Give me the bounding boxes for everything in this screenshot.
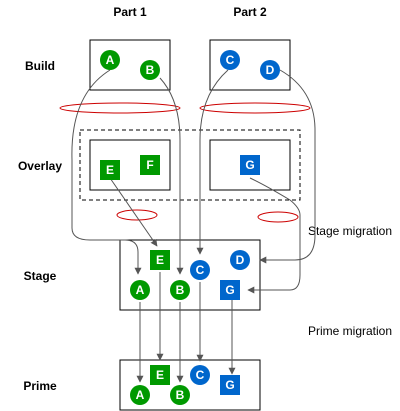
node-overlay-g: G [240,155,260,175]
node-build-a: A [100,50,120,70]
svg-text:A: A [106,53,115,67]
node-build-b: B [140,60,160,80]
svg-text:C: C [226,53,235,67]
svg-text:G: G [245,158,254,172]
svg-text:B: B [176,283,185,297]
svg-text:A: A [136,388,145,402]
svg-text:F: F [146,158,153,172]
edge-build-a-to-stage-a [71,69,142,275]
node-prime-b: B [170,385,190,405]
row-label-build: Build [25,59,55,73]
edge-build-c-to-stage-c [196,69,229,255]
overlay-part2-ellipse [257,211,299,223]
svg-text:C: C [196,263,205,277]
svg-text:G: G [225,283,234,297]
edge-build-b-to-stage-b [159,77,184,275]
edge-overlay-g-to-stage-g [247,177,301,294]
svg-text:D: D [236,253,245,267]
row-label-overlay: Overlay [18,159,62,173]
svg-text:E: E [156,253,164,267]
edge-overlay-e-to-stage-e [109,177,158,247]
svg-text:D: D [266,63,275,77]
node-prime-e: E [150,365,170,385]
overlay-dashed-box [79,129,301,201]
node-overlay-f: F [140,155,160,175]
svg-text:A: A [136,283,145,297]
column-header-part2: Part 2 [233,5,267,19]
node-prime-c: C [190,365,210,385]
svg-text:E: E [106,163,114,177]
node-stage-b: B [170,280,190,300]
node-stage-d: D [230,250,250,270]
svg-text:B: B [176,388,185,402]
overlay-part1-ellipse [116,209,158,221]
edge-build-d-to-stage-d [259,69,316,264]
node-stage-e: E [150,250,170,270]
svg-text:B: B [146,63,155,77]
build-part2-ellipse [199,102,311,114]
row-label-prime: Prime [23,379,57,393]
node-prime-a: A [130,385,150,405]
node-build-d: D [260,60,280,80]
build-part1-ellipse [59,102,181,114]
svg-text:C: C [196,368,205,382]
node-prime-g: G [220,375,240,395]
stage-migration-note: Stage migration [308,224,392,238]
node-stage-g: G [220,280,240,300]
prime-migration-note: Prime migration [308,324,392,338]
node-stage-c: C [190,260,210,280]
row-label-stage: Stage [24,269,57,283]
svg-text:G: G [225,378,234,392]
svg-text:E: E [156,368,164,382]
node-build-c: C [220,50,240,70]
column-header-part1: Part 1 [113,5,147,19]
node-overlay-e: E [100,160,120,180]
node-stage-a: A [130,280,150,300]
